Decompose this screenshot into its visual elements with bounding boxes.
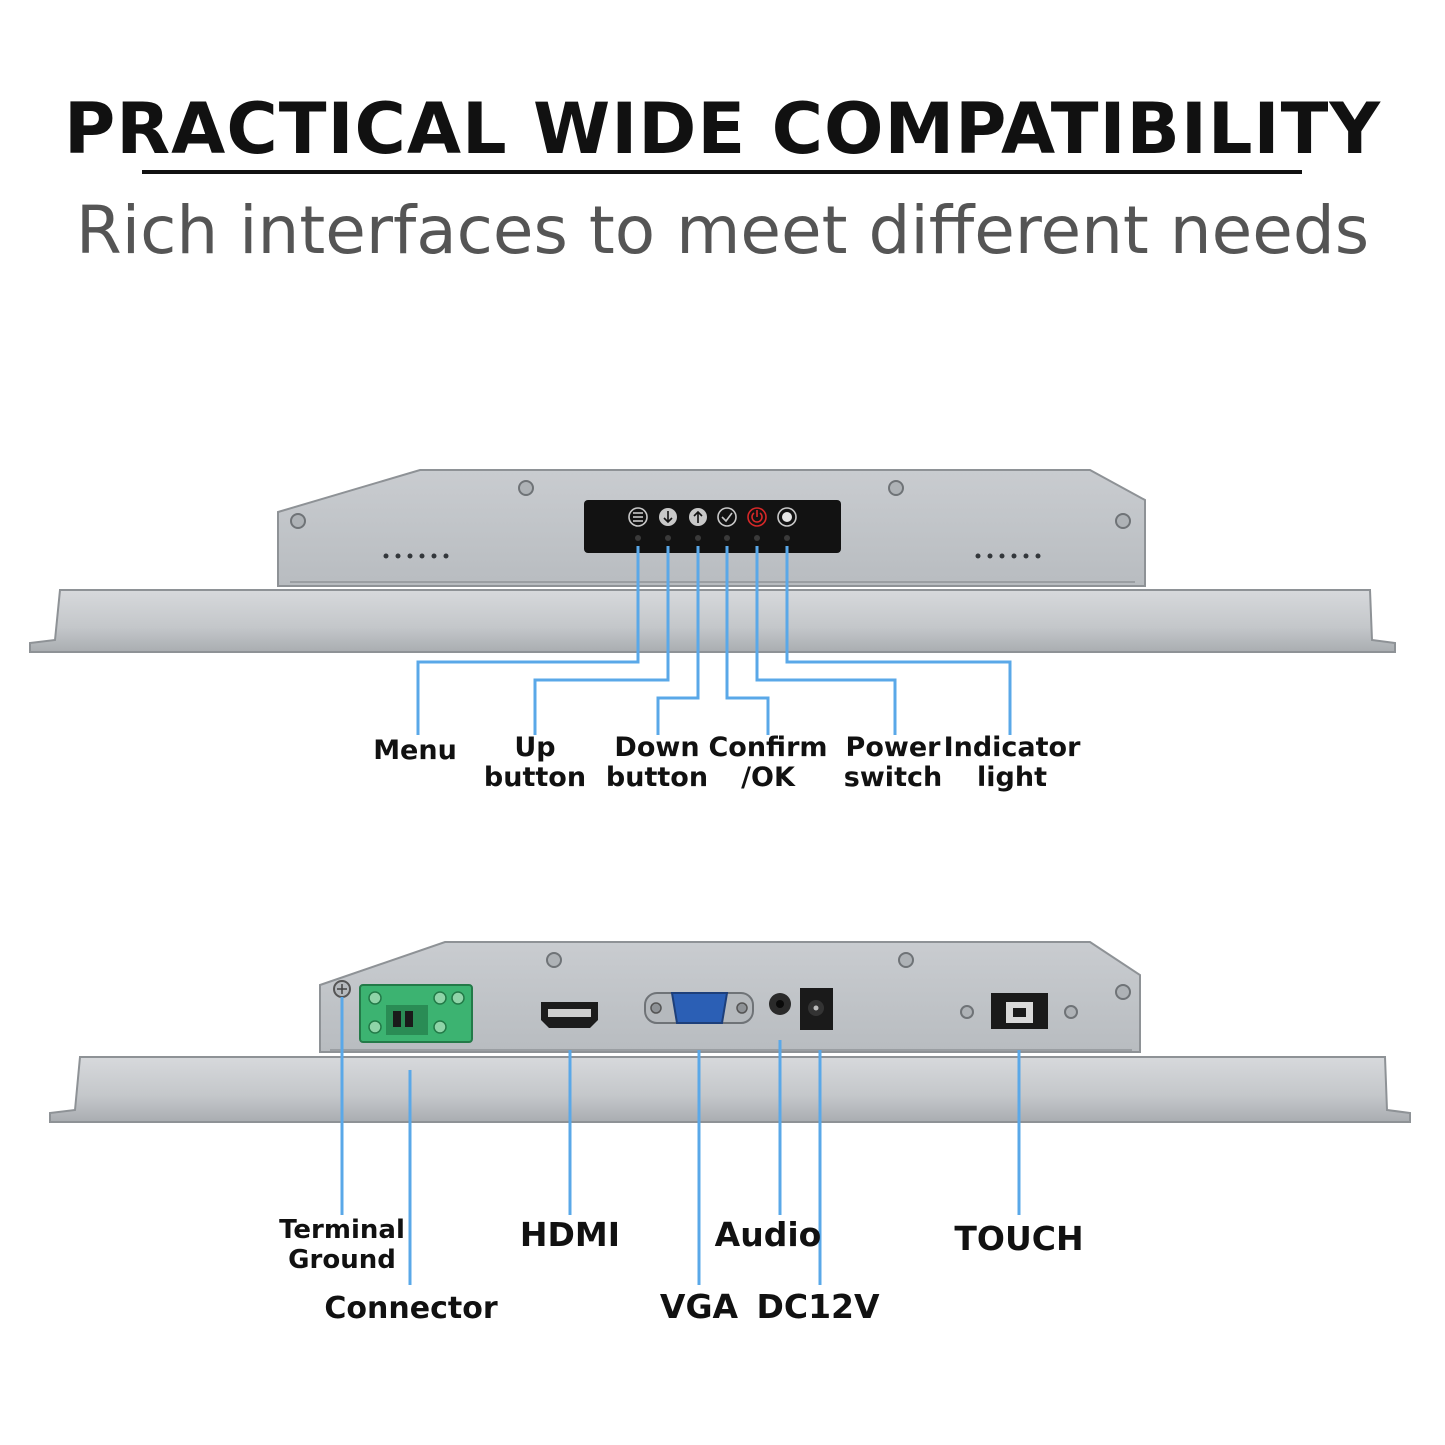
monitor-top-view: Menu Up button Down button Confirm /OK P… (29, 469, 1396, 793)
page-title: PRACTICAL WIDE COMPATIBILITY (63, 88, 1382, 170)
label-power-line2: switch (844, 762, 942, 793)
callout-down (533, 546, 670, 735)
callout-menu (416, 546, 640, 735)
down-arrow-icon[interactable] (659, 508, 677, 526)
label-menu: Menu (373, 735, 457, 766)
power-icon[interactable] (747, 507, 767, 527)
led-dots (635, 535, 790, 541)
label-up-line2: button (484, 762, 586, 793)
label-indicator-line1: Indicator (944, 732, 1082, 763)
label-audio: Audio (715, 1215, 822, 1254)
label-confirm-line2: /OK (741, 762, 796, 793)
callout-up (656, 546, 700, 735)
terminal-ground-screw (333, 980, 351, 998)
screw (888, 480, 904, 496)
audio-jack (769, 993, 791, 1015)
top-vent-holes (383, 553, 1041, 559)
callout-power (755, 546, 897, 735)
terminal-connector (359, 984, 473, 1043)
bottom-callout-lines (340, 997, 1021, 1285)
up-arrow-icon[interactable] (689, 508, 707, 526)
screw (898, 952, 914, 968)
top-front-bezel (29, 589, 1396, 653)
top-labels: Menu Up button Down button Confirm /OK P… (373, 732, 1081, 793)
screw (1064, 1005, 1078, 1019)
title-underline (142, 170, 1302, 174)
top-screws (290, 480, 1131, 529)
monitor-bottom-view: Terminal Ground Connector HDMI VGA Audio… (49, 941, 1411, 1326)
top-callout-lines (416, 546, 1012, 735)
label-up-line1: Up (514, 732, 555, 763)
label-connector: Connector (324, 1291, 497, 1326)
label-terminal-line1: Terminal (279, 1215, 405, 1245)
indicator-icon (777, 507, 797, 527)
screw (546, 952, 562, 968)
label-confirm-line1: Confirm (708, 732, 827, 763)
bottom-screws (546, 952, 1131, 1019)
screw (1115, 513, 1131, 529)
label-indicator-line2: light (977, 762, 1047, 793)
screw (518, 480, 534, 496)
page-subtitle: Rich interfaces to meet different needs (75, 192, 1370, 269)
bottom-labels: Terminal Ground Connector HDMI VGA Audio… (279, 1215, 1083, 1326)
control-icons (628, 507, 797, 527)
screw (1115, 984, 1131, 1000)
label-power-line1: Power (846, 732, 942, 763)
screw (290, 513, 306, 529)
hdmi-port (541, 1002, 598, 1028)
screw (960, 1005, 974, 1019)
label-down-line1: Down (614, 732, 699, 763)
vga-port (644, 992, 754, 1024)
callout-confirm (725, 546, 770, 735)
label-dc12v: DC12V (756, 1287, 880, 1326)
bottom-front-bezel (49, 1056, 1411, 1123)
label-terminal-line2: Ground (288, 1245, 396, 1275)
label-touch: TOUCH (954, 1219, 1083, 1258)
label-down-line2: button (606, 762, 708, 793)
check-icon[interactable] (717, 507, 737, 527)
touch-usb-port (991, 993, 1048, 1029)
dc12v-jack (800, 988, 833, 1030)
label-hdmi: HDMI (520, 1215, 620, 1254)
callout-indicator (785, 546, 1012, 735)
menu-icon[interactable] (628, 507, 648, 527)
label-vga: VGA (660, 1287, 739, 1326)
control-button-strip (584, 500, 841, 553)
